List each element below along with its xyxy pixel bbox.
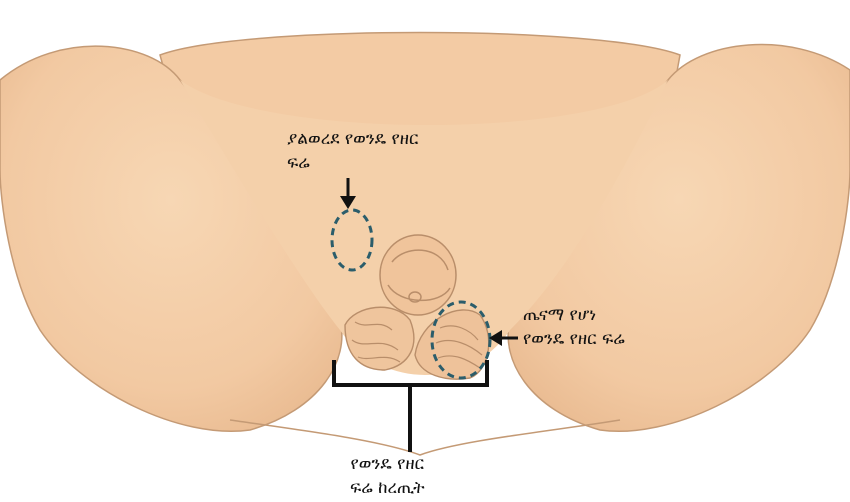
scrotum-label-line1: የወንዴ የዘር bbox=[350, 452, 425, 476]
healthy-label-line2: የወንዴ የዘር ፍሬ bbox=[523, 327, 625, 351]
healthy-testicle-label: ጤናማ የሆነ የወንዴ የዘር ፍሬ bbox=[523, 303, 625, 351]
undescended-testicle-label: ያልወረደ የወንዴ የዘር ፍሬ bbox=[287, 127, 418, 175]
body-illustration bbox=[0, 33, 850, 456]
scrotum-label-line2: ፍሬ ከረጢት bbox=[350, 476, 425, 500]
undescended-label-line1: ያልወረደ የወንዴ የዘር bbox=[287, 127, 418, 151]
penis bbox=[380, 235, 456, 315]
scrotum-left bbox=[345, 307, 414, 370]
scrotum-label: የወንዴ የዘር ፍሬ ከረጢት bbox=[350, 452, 425, 500]
healthy-label-line1: ጤናማ የሆነ bbox=[523, 303, 625, 327]
undescended-label-line2: ፍሬ bbox=[287, 151, 418, 175]
buttock-crease bbox=[230, 420, 620, 455]
